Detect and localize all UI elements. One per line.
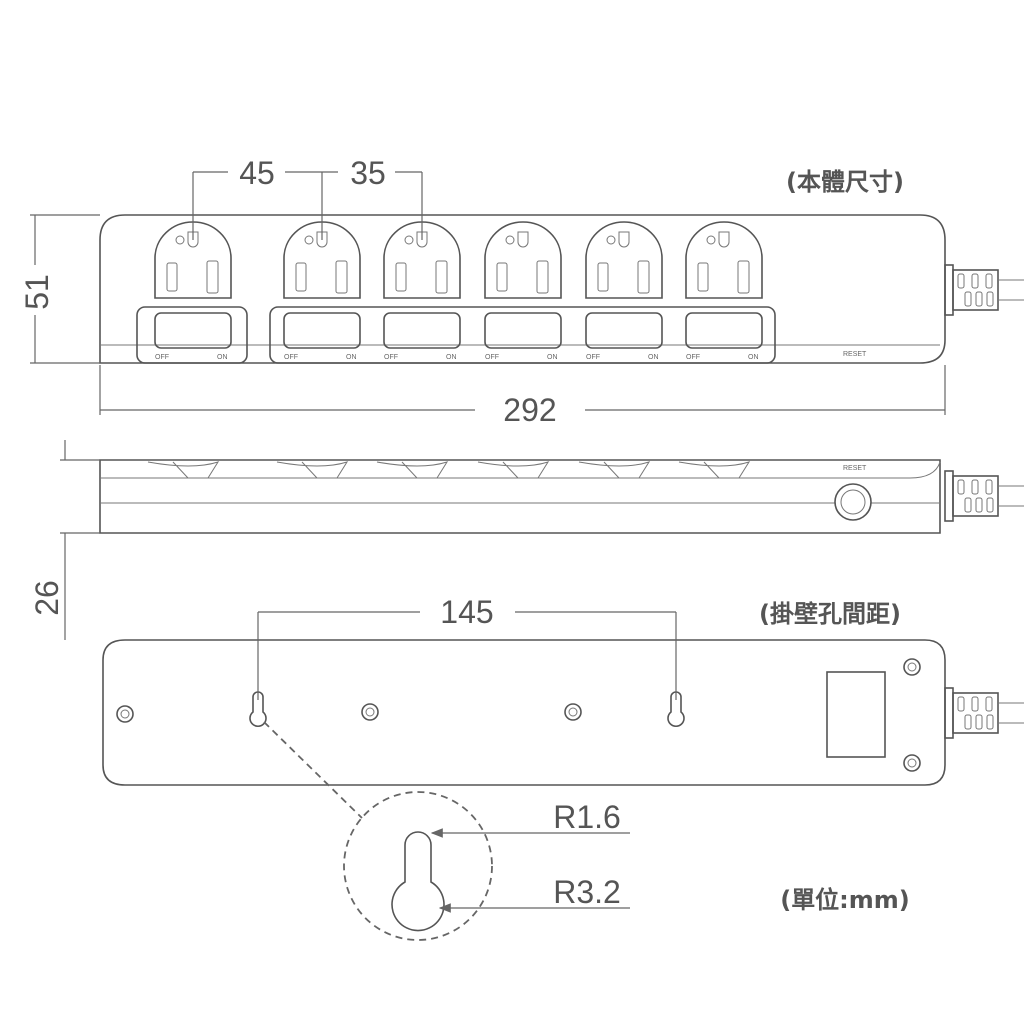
body-size-label: (本體尺寸) [786, 168, 904, 196]
reset-label-top: RESET [843, 351, 867, 358]
switch-1[interactable]: OFF ON [154, 312, 232, 361]
switch-off-label: OFF [155, 354, 169, 361]
live-slot [737, 260, 750, 294]
hole-spacing-label: (掛壁孔間距) [759, 600, 901, 628]
switch-on-label: ON [217, 354, 228, 361]
dim-r32: R3.2 [553, 874, 621, 910]
dim-145: 145 [440, 594, 493, 630]
dim-292: 292 [503, 392, 556, 428]
neutral-slot [166, 262, 178, 292]
live-slot [206, 260, 219, 294]
outlet-1 [154, 221, 232, 299]
keyhole-right [667, 691, 685, 727]
power-cord-bottom [944, 687, 1024, 739]
neutral-slot [597, 262, 609, 292]
switch-off-label: OFF [686, 354, 700, 361]
dim-45: 45 [239, 155, 275, 191]
thickness-dimension: 26 [29, 440, 100, 640]
live-slot [435, 260, 448, 294]
power-cord-side [944, 470, 1024, 522]
screw-hole [361, 703, 379, 721]
ground-hole [618, 231, 630, 248]
reset-label-side: RESET [843, 465, 867, 472]
screw-hole [564, 703, 582, 721]
height-dimension: 51 [19, 214, 100, 364]
switch-side-1 [147, 461, 220, 479]
switch-side-2 [276, 461, 349, 479]
outlet-2 [283, 221, 361, 299]
live-slot [536, 260, 549, 294]
switch-on-label: ON [547, 354, 558, 361]
dim-r16: R1.6 [553, 799, 621, 835]
hole-spacing-dimension: 145 [257, 594, 677, 700]
outlet-6 [685, 221, 763, 299]
switch-4[interactable]: OFF ON [484, 312, 562, 361]
neutral-slot [295, 262, 307, 292]
switch-on-label: ON [346, 354, 357, 361]
switch-bezel-2 [269, 306, 776, 364]
dim-51: 51 [19, 274, 55, 310]
switch-on-label: ON [446, 354, 457, 361]
unit-label: (單位:mm) [780, 886, 910, 914]
switch-off-label: OFF [485, 354, 499, 361]
neutral-slot [496, 262, 508, 292]
bottom-view [102, 639, 1024, 786]
switch-off-label: OFF [586, 354, 600, 361]
switch-6[interactable]: OFF ON [685, 312, 763, 361]
ground-hole [517, 231, 529, 248]
reset-button [834, 483, 872, 521]
screw-hole [116, 705, 134, 723]
switch-5[interactable]: OFF ON [585, 312, 663, 361]
power-cord-top [944, 264, 1024, 316]
neutral-slot [395, 262, 407, 292]
ground-hole [187, 231, 199, 248]
outlet-3 [383, 221, 461, 299]
ground-hole [416, 231, 428, 248]
screw-hole [903, 754, 921, 772]
side-view: RESET [99, 459, 1024, 534]
strip-body-top [99, 214, 946, 364]
switch-side-6 [678, 461, 751, 479]
top-view: OFF ON OFF ON OFF ON OFF ON OFF ON OFF ON RESET [99, 214, 1024, 364]
label-area [826, 671, 886, 758]
outlet-spacing-dimension: 45 35 [192, 155, 423, 240]
switch-side-3 [376, 461, 449, 479]
switch-side-4 [477, 461, 550, 479]
outlet-4 [484, 221, 562, 299]
switch-3[interactable]: OFF ON [383, 312, 461, 361]
live-slot [335, 260, 348, 294]
keyhole-detail: R1.6 R3.2 [263, 721, 630, 941]
neutral-slot [697, 262, 709, 292]
switch-off-label: OFF [384, 354, 398, 361]
switch-2[interactable]: OFF ON [283, 312, 361, 361]
keyhole-left [249, 691, 267, 727]
length-dimension: 292 [99, 365, 946, 428]
ground-hole [718, 231, 730, 248]
switch-side-5 [578, 461, 651, 479]
outlet-5 [585, 221, 663, 299]
dim-26: 26 [29, 580, 65, 616]
ground-hole [316, 231, 328, 248]
switch-off-label: OFF [284, 354, 298, 361]
screw-hole [903, 658, 921, 676]
dim-35: 35 [350, 155, 386, 191]
switch-bezel-1 [136, 306, 248, 364]
live-slot [637, 260, 650, 294]
switch-on-label: ON [648, 354, 659, 361]
switch-on-label: ON [748, 354, 759, 361]
